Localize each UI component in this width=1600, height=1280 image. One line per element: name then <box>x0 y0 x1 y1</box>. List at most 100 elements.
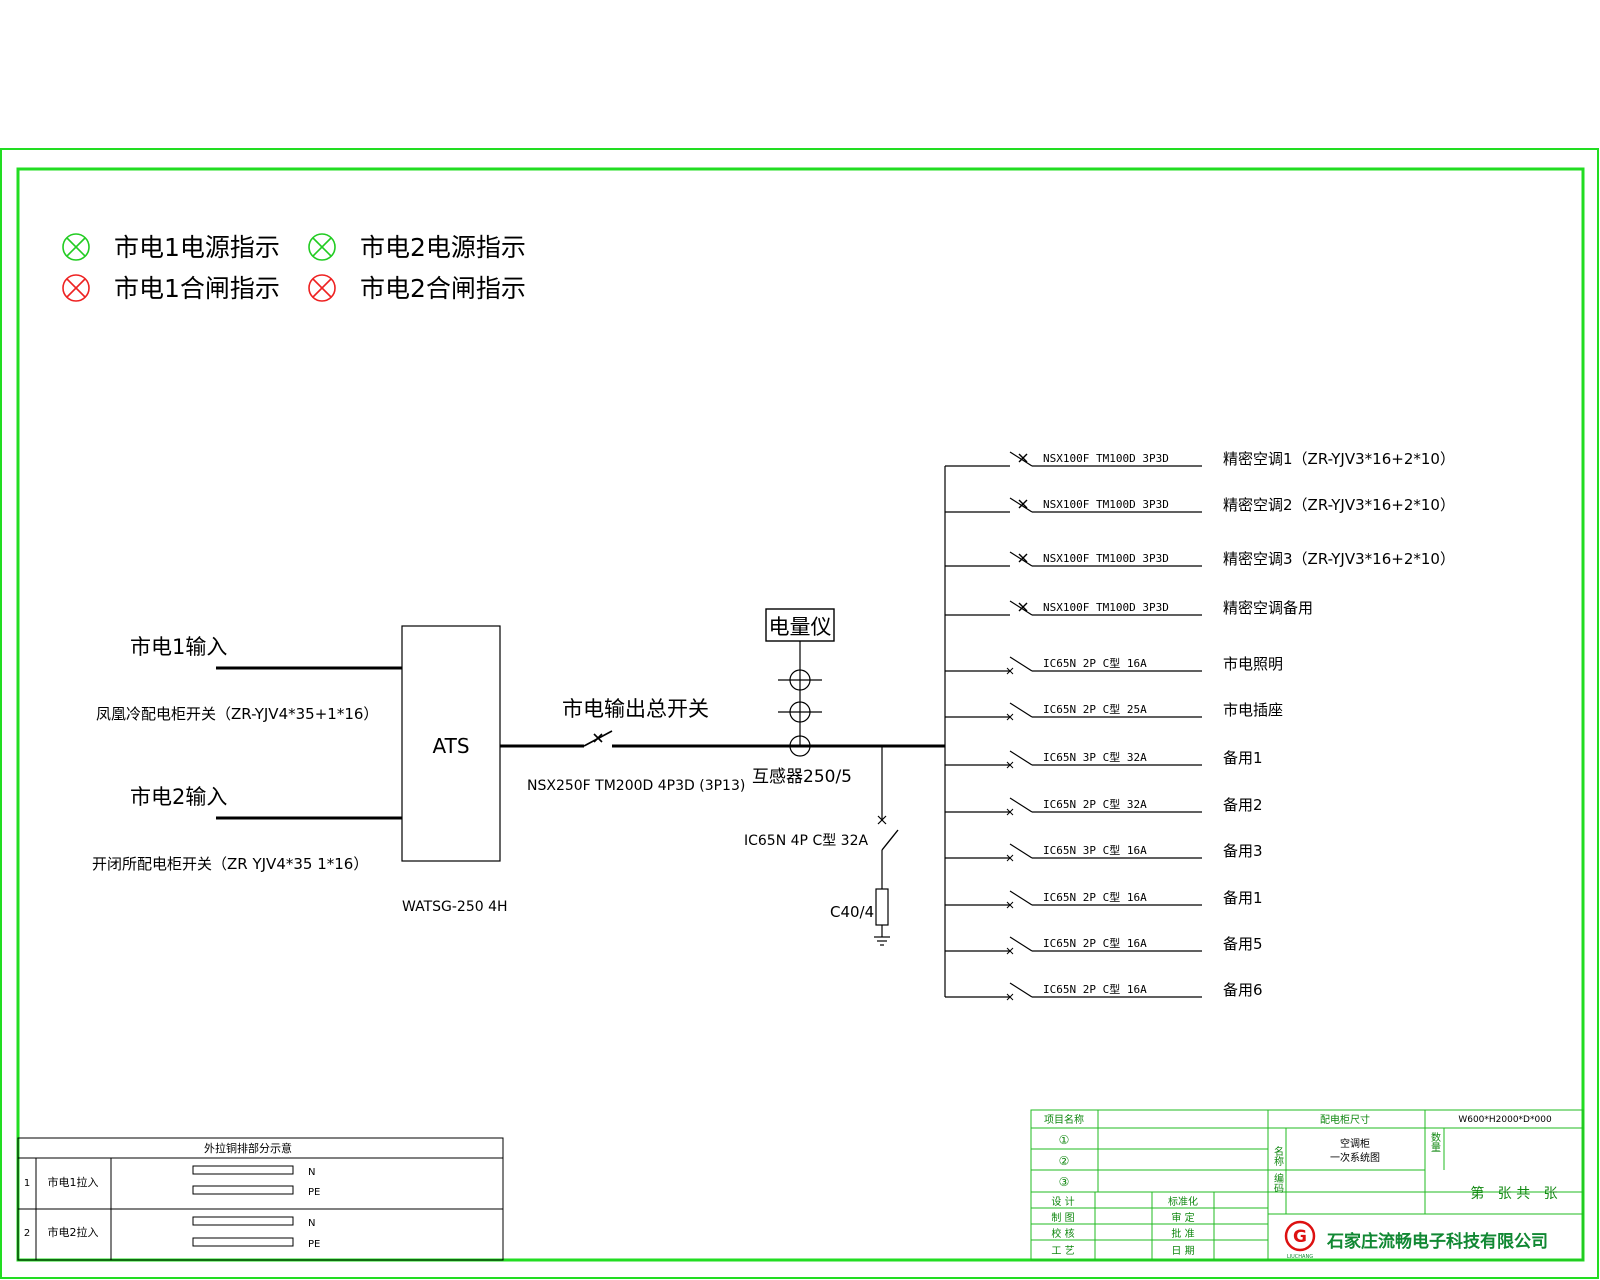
breaker-trip-mark <box>1006 761 1014 769</box>
copper-table-title: 外拉铜排部分示意 <box>204 1141 292 1155</box>
name-value-2: 一次系统图 <box>1330 1151 1380 1164</box>
power-meter: 电量仪 互感器250/5 <box>752 608 852 787</box>
spd-icon <box>875 888 889 926</box>
qty-label: 数量 <box>1429 1131 1441 1152</box>
copper-row-name: 市电1拉入 <box>48 1175 99 1189</box>
sign-label: 工 艺 <box>1051 1245 1074 1257</box>
branch-breaker-symbol <box>1009 982 1033 998</box>
breaker-trip-mark <box>1006 808 1014 816</box>
ats-unit: ATS WATSG-250 4H <box>401 625 508 915</box>
branch-breaker-symbol <box>1009 656 1033 672</box>
legend-label: 市电1电源指示 <box>114 233 280 262</box>
breaker-trip-mark <box>1006 854 1014 862</box>
breaker-trip-mark <box>1006 901 1014 909</box>
branch-breaker-label: IC65N 2P C型 25A <box>1043 702 1147 716</box>
branch-breaker-label: IC65N 2P C型 16A <box>1043 982 1147 996</box>
copper-bar-icon <box>192 1165 294 1175</box>
cabinet-size-value: W600*H2000*D*000 <box>1458 1115 1552 1125</box>
breaker-trip-mark <box>1018 553 1028 563</box>
branch-load-label: 精密空调备用 <box>1223 599 1313 617</box>
sign-label: 日 期 <box>1171 1245 1194 1257</box>
circle-item-2: ② <box>1059 1154 1070 1168</box>
code-label: 编码 <box>1272 1172 1284 1194</box>
surge-breaker-symbol <box>881 829 899 851</box>
branch-breaker-label: IC65N 2P C型 32A <box>1043 797 1147 811</box>
branch-breaker-symbol <box>1009 843 1033 859</box>
branch-load-label: 备用3 <box>1223 842 1263 860</box>
ct-label: 互感器250/5 <box>752 767 852 787</box>
copper-row-name: 市电2拉入 <box>48 1225 99 1239</box>
power-inputs: 市电1输入 凤凰冷配电柜开关（ZR-YJV4*35+1*16） 市电2输入 开闭… <box>92 635 402 873</box>
surge-breaker-label: IC65N 4P C型 32A <box>744 833 868 849</box>
copper-bar-table: 外拉铜排部分示意 1 市电1拉入 N PE 2 市电2拉入 N PE <box>17 1137 504 1261</box>
cabinet-size-label: 配电柜尺寸 <box>1320 1113 1370 1126</box>
breaker-trip-mark <box>1018 602 1028 612</box>
copper-bar-icon <box>192 1216 294 1226</box>
branch-load-label: 市电照明 <box>1223 655 1283 673</box>
main-breaker-symbol <box>583 730 613 747</box>
indicator-lamp-icon <box>308 274 336 302</box>
input2-cable: 开闭所配电柜开关（ZR YJV4*35 1*16） <box>92 855 368 873</box>
branch-breaker-symbol <box>1009 497 1033 513</box>
svg-text:G: G <box>1293 1227 1307 1247</box>
input1-label: 市电1输入 <box>130 635 227 659</box>
sign-label: 标准化 <box>1168 1195 1198 1208</box>
surge-branch: IC65N 4P C型 32A C40/4 <box>744 746 899 946</box>
ats-box <box>401 625 501 862</box>
legend-label: 市电2电源指示 <box>360 233 526 262</box>
legend-label: 市电2合闸指示 <box>360 274 526 303</box>
branch-breaker-label: IC65N 2P C型 16A <box>1043 656 1147 670</box>
ground-icon <box>874 936 890 946</box>
breaker-trip-mark <box>1006 947 1014 955</box>
copper-bar-icon <box>192 1185 294 1195</box>
sign-label: 批 准 <box>1171 1227 1194 1240</box>
copper-bar-label: PE <box>308 1187 320 1198</box>
branch-load-label: 精密空调3（ZR-YJV3*16+2*10） <box>1223 550 1455 568</box>
circle-item-1: ① <box>1059 1133 1070 1147</box>
circle-item-3: ③ <box>1059 1175 1070 1189</box>
branch-breaker-label: NSX100F TM100D 3P3D <box>1043 552 1169 565</box>
branch-load-label: 备用2 <box>1223 796 1263 814</box>
indicator-lamp-icon <box>308 233 336 261</box>
branch-breaker-label: NSX100F TM100D 3P3D <box>1043 452 1169 465</box>
company-name: 石家庄流畅电子科技有限公司 <box>1326 1231 1548 1252</box>
branch-load-label: 精密空调2（ZR-YJV3*16+2*10） <box>1223 496 1455 514</box>
sign-label: 校 核 <box>1051 1227 1074 1240</box>
current-transformer-icon <box>778 669 822 757</box>
copper-bar-label: N <box>308 1218 315 1229</box>
copper-bar-icon <box>192 1237 294 1247</box>
branch-breaker-symbol <box>1009 797 1033 813</box>
branch-load-label: 精密空调1（ZR-YJV3*16+2*10） <box>1223 450 1455 468</box>
branch-circuits: NSX100F TM100D 3P3D 精密空调1（ZR-YJV3*16+2*10… <box>945 450 1455 1001</box>
sign-label: 制 图 <box>1051 1211 1074 1224</box>
input2-label: 市电2输入 <box>130 785 227 809</box>
inner-frame <box>16 167 1585 1262</box>
breaker-trip-mark <box>1018 453 1028 463</box>
branch-breaker-symbol <box>1009 936 1033 952</box>
title-block-border <box>1030 1109 1584 1261</box>
sign-label: 设 计 <box>1051 1195 1074 1208</box>
copper-row-no: 2 <box>24 1228 30 1239</box>
legend-label: 市电1合闸指示 <box>114 274 280 303</box>
copper-bar-label: N <box>308 1167 315 1178</box>
input1-cable: 凤凰冷配电柜开关（ZR-YJV4*35+1*16） <box>96 705 378 723</box>
indicator-lamp-icon <box>62 274 90 302</box>
spd-label: C40/4 <box>830 903 874 921</box>
copper-table-border <box>17 1137 504 1261</box>
breaker-trip-mark <box>1006 713 1014 721</box>
outer-frame <box>0 148 1599 1279</box>
sign-label: 审 定 <box>1171 1211 1194 1224</box>
copper-bar-label: PE <box>308 1239 320 1250</box>
main-switch-label: 市电输出总开关 <box>562 697 709 721</box>
meter-label: 电量仪 <box>769 615 832 639</box>
sheet-text: 第 张 共 张 <box>1470 1185 1557 1202</box>
branch-breaker-symbol <box>1009 702 1033 718</box>
title-block <box>1030 1109 1584 1261</box>
branch-load-label: 备用1 <box>1223 749 1263 767</box>
branch-breaker-label: NSX100F TM100D 3P3D <box>1043 498 1169 511</box>
breaker-trip-mark <box>1006 667 1014 675</box>
branch-breaker-symbol <box>1009 890 1033 906</box>
branch-breaker-symbol <box>1009 451 1033 467</box>
branch-breaker-label: IC65N 3P C型 32A <box>1043 750 1147 764</box>
branch-breaker-label: IC65N 2P C型 16A <box>1043 890 1147 904</box>
